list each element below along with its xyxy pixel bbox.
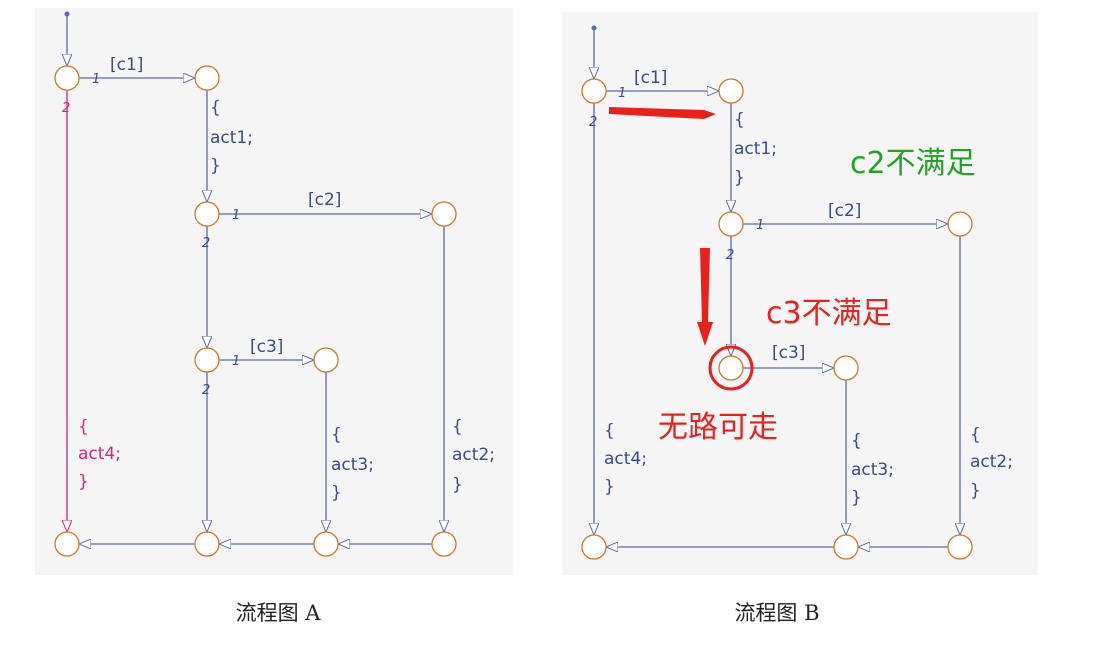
junction-node (431, 531, 457, 557)
junction-node (194, 347, 220, 373)
junction-node (431, 201, 457, 227)
order-label-1: 1 (92, 72, 100, 87)
junction-node (194, 65, 220, 91)
caption-diagram-a: 流程图 A (236, 601, 322, 625)
caption-diagram-b: 流程图 B (734, 601, 819, 625)
junction-node (54, 65, 80, 91)
action-brace-open: { (851, 431, 862, 451)
junction-node (581, 78, 607, 104)
condition-label-c3: [c3] (250, 337, 283, 357)
action-text: act2; (970, 452, 1013, 472)
junction-node (313, 347, 339, 373)
junction-node (194, 201, 220, 227)
action-brace-close: } (604, 477, 615, 497)
action-brace-close: } (734, 168, 745, 188)
condition-label-c3: [c3] (772, 343, 805, 363)
order-label-2: 2 (589, 115, 597, 130)
junction-node (718, 78, 744, 104)
dead-end-highlight-circle (708, 345, 754, 391)
action-text: act1; (734, 139, 777, 159)
action-text: act2; (452, 445, 495, 465)
order-label-2: 2 (202, 383, 210, 398)
action-brace-open: { (452, 417, 463, 437)
junction-node-dead-end (718, 355, 744, 381)
condition-label-c2: [c2] (308, 190, 341, 210)
note-dead-end: 无路可走 (658, 410, 778, 445)
action-brace-open: { (331, 425, 342, 445)
action-text: act3; (851, 460, 894, 480)
action-label-act2: { act2; } (970, 425, 1013, 501)
red-arrow-down (697, 248, 713, 346)
action-brace-open: { (970, 425, 981, 445)
action-label-act3: { act3; } (331, 425, 374, 503)
red-arrow-right (609, 107, 716, 119)
order-label-2: 2 (62, 101, 70, 116)
action-label-act3: { act3; } (851, 431, 894, 508)
diagram-a-background (35, 8, 513, 575)
order-label-2: 2 (202, 236, 210, 251)
action-label-act4: { act4; } (604, 421, 647, 497)
note-c3-not-satisfied: c3不满足 (766, 296, 892, 331)
condition-label-c1: [c1] (634, 68, 667, 88)
order-label-1: 1 (232, 354, 240, 369)
junction-node (947, 534, 973, 560)
action-brace-close: } (210, 156, 221, 176)
diagram-b-background (562, 12, 1038, 575)
junction-node (581, 534, 607, 560)
junction-node (54, 531, 80, 557)
junction-node (833, 355, 859, 381)
action-brace-open: { (734, 110, 745, 130)
action-brace-close: } (331, 483, 342, 503)
action-label-act2: { act2; } (452, 417, 495, 495)
junction-node (313, 531, 339, 557)
order-label-1: 1 (618, 86, 626, 101)
order-label-1: 1 (756, 218, 764, 233)
diagram-b: [c1] [c2] [c3] 1 2 1 2 { act1; } { act4;… (562, 12, 1038, 625)
action-text: act3; (331, 455, 374, 475)
action-brace-close: } (970, 481, 981, 501)
action-brace-open: { (210, 98, 221, 118)
diagram-a: [c1] [c2] [c3] 1 2 1 2 1 2 { act1; } { a… (35, 8, 513, 625)
action-brace-close: } (452, 475, 463, 495)
action-text: act4; (604, 449, 647, 469)
junction-node (718, 211, 744, 237)
junction-node (194, 531, 220, 557)
action-brace-open: { (604, 421, 615, 441)
condition-label-c1: [c1] (110, 55, 143, 75)
action-brace-open: { (78, 417, 89, 437)
action-brace-close: } (851, 488, 862, 508)
action-label-act1: { act1; } (734, 110, 777, 188)
action-text: act1; (210, 128, 253, 148)
order-label-1: 1 (232, 208, 240, 223)
junction-node (833, 534, 859, 560)
action-label-act4: { act4; } (78, 417, 121, 492)
action-label-act1: { act1; } (210, 98, 253, 176)
action-brace-close: } (78, 472, 89, 492)
action-text: act4; (78, 444, 121, 464)
condition-label-c2: [c2] (828, 201, 861, 221)
note-c2-not-satisfied: c2不满足 (850, 146, 976, 181)
order-label-2: 2 (726, 248, 734, 263)
junction-node (947, 211, 973, 237)
